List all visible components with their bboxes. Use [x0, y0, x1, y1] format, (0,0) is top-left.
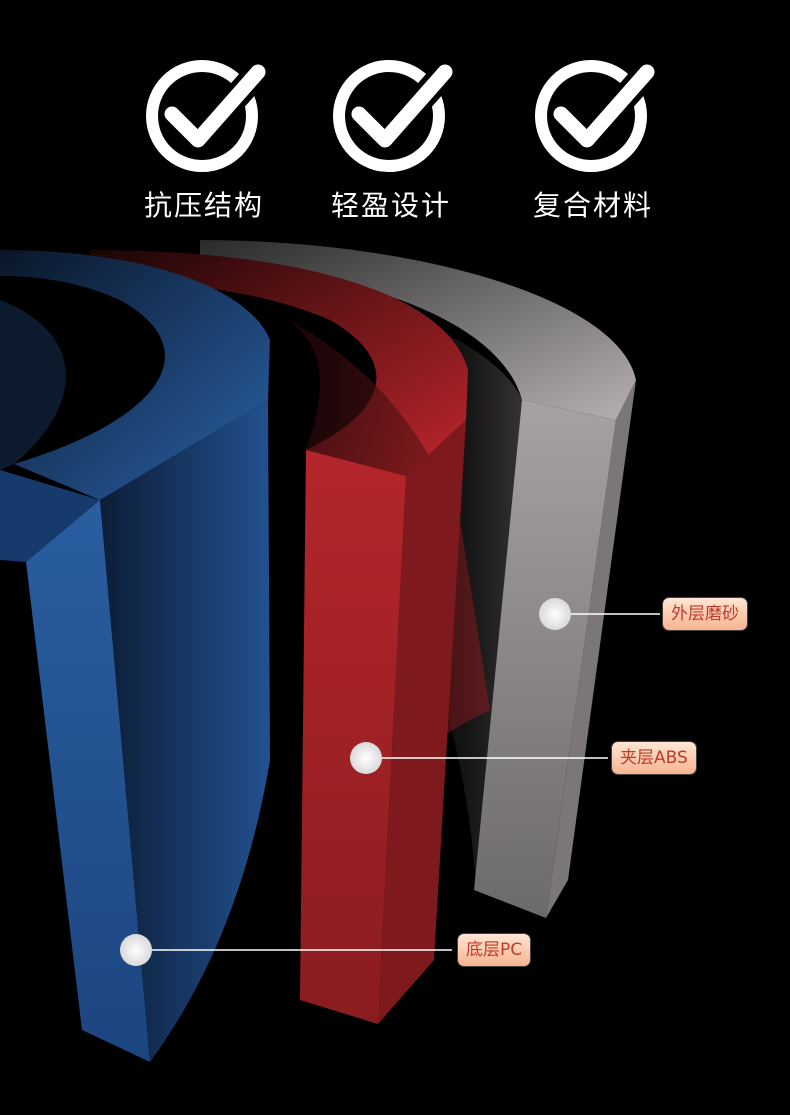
feature-label: 抗压结构: [143, 189, 264, 222]
middle-layer-front: [300, 450, 406, 1024]
inner-layer-edge: [100, 400, 270, 1062]
feature-composite-material: 复合材料: [493, 52, 693, 226]
outer-layer-top: [200, 240, 636, 420]
inner-callout-pointer: [120, 934, 452, 966]
inner-layer: [0, 250, 270, 1062]
inner-layer-top: [0, 250, 270, 500]
inner-layer-inner-side: [0, 300, 66, 470]
inner-layer-label: 底层PC: [458, 934, 531, 966]
check-circle-icon: [146, 57, 266, 172]
inner-layer-front: [26, 500, 150, 1062]
middle-layer-label: 夹层ABS: [612, 742, 696, 774]
inner-callout-dot: [120, 934, 152, 966]
check-circle-icon: [333, 57, 453, 172]
feature-label: 复合材料: [532, 189, 653, 222]
middle-layer-edge: [378, 420, 466, 1024]
outer-layer-label: 外层磨砂: [663, 598, 747, 630]
outer-layer-edge: [546, 380, 636, 918]
outer-callout-pointer: [539, 598, 660, 630]
outer-callout-dot: [539, 598, 571, 630]
middle-layer: [90, 250, 490, 1024]
middle-callout-pointer: [350, 742, 608, 774]
feature-label: 轻盈设计: [330, 189, 451, 222]
inner-layer-left-wall: [0, 470, 100, 562]
outer-layer-front: [474, 400, 616, 918]
feature-pressure-resistant: 抗压结构: [104, 52, 304, 226]
check-circle-icon: [535, 57, 655, 172]
feature-lightweight: 轻盈设计: [291, 52, 491, 226]
middle-callout-dot: [350, 742, 382, 774]
